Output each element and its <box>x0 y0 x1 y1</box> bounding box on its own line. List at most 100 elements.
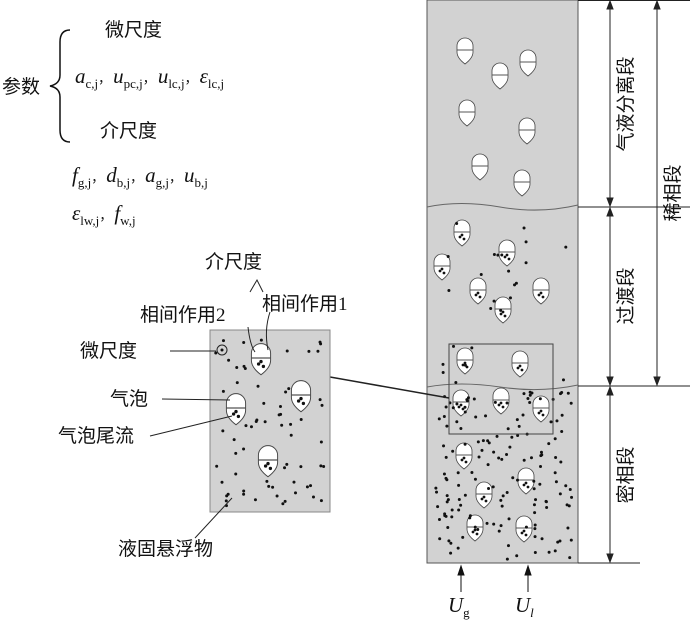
particle <box>544 500 548 504</box>
variable-symbol: ε <box>200 64 209 88</box>
particle <box>553 549 557 553</box>
interaction2-pointer <box>247 326 256 353</box>
particle <box>515 554 519 558</box>
particle <box>500 504 504 508</box>
particle <box>449 551 453 555</box>
variable-subscript: w,j <box>120 213 135 228</box>
particle <box>455 222 459 226</box>
particle <box>463 363 467 367</box>
variable-subscript: lc,j <box>208 76 224 91</box>
micro-particle-marker <box>216 344 228 356</box>
particle <box>278 404 282 408</box>
particle <box>455 402 459 406</box>
gas-velocity-label: Ug <box>448 593 470 620</box>
suspension-leader <box>194 497 233 539</box>
particle <box>521 413 525 417</box>
particle <box>309 484 313 488</box>
particle <box>284 390 288 394</box>
particle <box>319 499 323 503</box>
particle <box>279 412 283 416</box>
particle <box>454 381 458 385</box>
particle <box>267 484 271 488</box>
particle <box>499 308 503 312</box>
particle <box>445 494 449 498</box>
particle <box>473 477 477 481</box>
particle <box>441 362 445 366</box>
particle <box>540 537 544 541</box>
particle <box>263 420 267 424</box>
particle <box>456 471 460 475</box>
particle <box>538 482 542 486</box>
particle <box>289 433 293 437</box>
particle <box>515 418 519 422</box>
particle <box>283 466 287 470</box>
particle <box>221 339 225 343</box>
particle <box>534 498 538 502</box>
particle <box>507 517 511 521</box>
meso-vars-2: εlw,j，fw,j <box>72 201 136 228</box>
particle <box>318 398 322 402</box>
particle <box>485 521 489 525</box>
particle <box>554 480 558 484</box>
particle <box>316 349 320 353</box>
particle <box>560 413 564 417</box>
particle <box>449 541 453 545</box>
particle <box>436 505 440 509</box>
reactor-column <box>426 0 579 564</box>
particle <box>443 514 447 518</box>
particle <box>289 422 293 426</box>
particle <box>516 478 520 482</box>
particle <box>479 273 483 277</box>
particle <box>318 340 322 344</box>
particle <box>568 487 572 491</box>
particle <box>434 486 438 490</box>
particle <box>522 392 526 396</box>
particle <box>320 403 324 407</box>
particle <box>564 245 568 249</box>
interaction1-label: 相间作用1 <box>262 293 348 315</box>
particle <box>496 253 500 257</box>
particle <box>507 269 511 273</box>
particle <box>227 358 231 362</box>
particle <box>235 381 239 385</box>
particle <box>517 424 521 428</box>
particle <box>505 401 509 405</box>
particle <box>456 546 460 550</box>
particle <box>487 487 491 491</box>
particle <box>553 437 557 441</box>
particle <box>486 439 490 443</box>
particle <box>438 537 442 541</box>
variable-subscript: pc,j <box>124 76 143 91</box>
particle <box>441 370 445 374</box>
particle <box>444 405 448 409</box>
particle <box>539 464 543 468</box>
particle <box>505 490 509 494</box>
particle <box>244 424 248 428</box>
meso-title: 介尺度 <box>100 120 157 142</box>
particle <box>435 490 439 494</box>
meso-pointer <box>249 278 264 293</box>
particle <box>476 440 480 444</box>
particle <box>547 442 551 446</box>
variable-symbol: f <box>114 201 123 225</box>
particle <box>445 500 449 504</box>
micro-vars: ac,j，upc,j，ulc,j，εlc,j <box>75 64 224 91</box>
particle <box>497 529 501 533</box>
particle <box>249 425 253 429</box>
micro-scale-label: 微尺度 <box>80 340 137 362</box>
particle <box>570 495 574 499</box>
micro-particle-dot <box>220 348 224 352</box>
particle <box>477 455 481 459</box>
particle <box>220 480 224 484</box>
variable-symbol: a <box>145 163 156 187</box>
particle <box>492 299 496 303</box>
particle <box>459 503 463 507</box>
particle <box>450 508 454 512</box>
section-dense: 密相段 <box>615 446 637 503</box>
particle <box>280 423 284 427</box>
particle <box>501 494 505 498</box>
particle <box>528 393 532 397</box>
suspension-label: 液固悬浮物 <box>118 538 213 560</box>
particle <box>492 450 496 454</box>
